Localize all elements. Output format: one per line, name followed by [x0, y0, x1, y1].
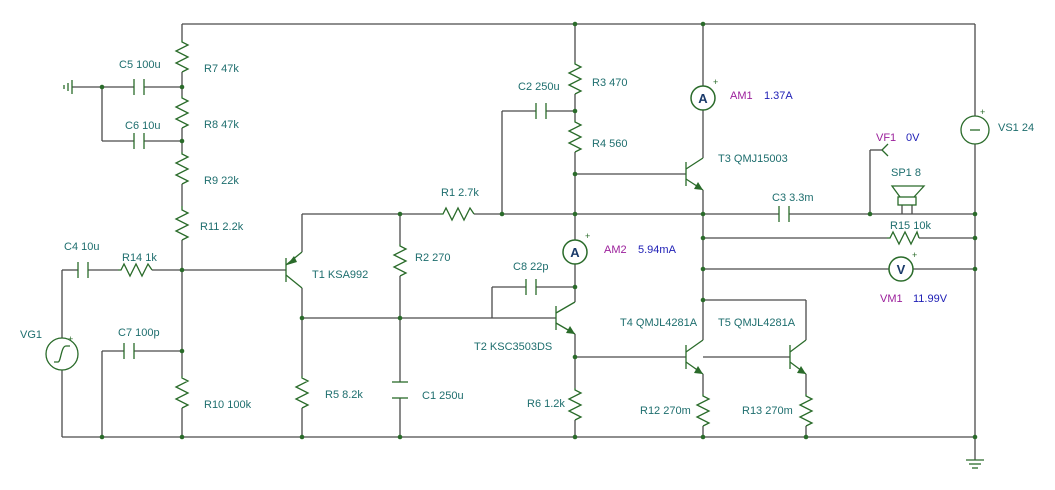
label-r15: R15 10k	[890, 220, 931, 232]
label-t2: T2 KSC3503DS	[474, 341, 552, 353]
resistor-r3[interactable]	[567, 62, 583, 95]
ammeter-am2[interactable]: A +	[562, 231, 590, 265]
am1-name: AM1	[730, 90, 753, 102]
label-r6: R6 1.2k	[527, 398, 565, 410]
label-sp1: SP1 8	[891, 167, 921, 179]
vg1-plus: +	[68, 334, 73, 344]
capacitor-c6[interactable]	[133, 133, 145, 149]
vm1-value: 11.99V	[913, 293, 948, 305]
capacitor-c7[interactable]	[123, 343, 135, 359]
ammeter-am1[interactable]: A +	[690, 77, 718, 111]
resistor-r6[interactable]	[567, 388, 583, 421]
resistor-r13[interactable]	[798, 394, 814, 427]
label-c4: C4 10u	[64, 241, 99, 253]
label-c3: C3 3.3m	[772, 192, 814, 204]
meter-labels: AM1 1.37A AM2 5.94mA VM1 11.99V VF1 0V	[604, 90, 948, 305]
label-r14: R14 1k	[122, 252, 157, 264]
transistor-t5[interactable]	[789, 339, 807, 375]
resistor-r14[interactable]	[118, 262, 153, 278]
label-c7: C7 100p	[118, 327, 160, 339]
label-r13: R13 270m	[742, 405, 793, 417]
label-c8: C8 22p	[513, 261, 548, 273]
vm1-plus: +	[912, 250, 917, 260]
label-r1: R1 2.7k	[441, 187, 479, 199]
resistor-r4[interactable]	[567, 120, 583, 153]
am2-name: AM2	[604, 244, 627, 256]
vf1-name: VF1	[876, 132, 896, 144]
transistor-t1[interactable]	[285, 251, 303, 289]
wires	[61, 23, 976, 460]
label-r2: R2 270	[415, 252, 450, 264]
label-r4: R4 560	[592, 138, 627, 150]
capacitor-c8[interactable]	[525, 279, 537, 295]
am2-plus: +	[585, 231, 590, 241]
capacitor-c5[interactable]	[133, 79, 145, 95]
resistor-r2[interactable]	[392, 244, 408, 277]
capacitor-c1[interactable]	[392, 381, 408, 399]
vm1-name: VM1	[880, 293, 903, 305]
signal-generator-vg1[interactable]: +	[45, 334, 79, 371]
label-c1: C1 250u	[422, 390, 464, 402]
resistor-r15[interactable]	[887, 230, 920, 246]
capacitor-c2[interactable]	[535, 103, 547, 119]
label-c2: C2 250u	[518, 81, 560, 93]
junctions	[99, 21, 978, 440]
speaker-sp1[interactable]	[890, 185, 926, 206]
component-labels: C5 100u R7 47k C6 10u R8 47k R9 22k R11 …	[20, 59, 1034, 417]
label-t3: T3 QMJ15003	[718, 153, 788, 165]
label-c6: C6 10u	[125, 120, 160, 132]
am2-symbol: A	[570, 245, 580, 260]
label-vs1: VS1 24	[998, 122, 1034, 134]
label-r3: R3 470	[592, 77, 627, 89]
resistor-r10[interactable]	[174, 376, 190, 409]
am2-value: 5.94mA	[638, 244, 677, 256]
resistor-r1[interactable]	[440, 206, 475, 222]
label-r8: R8 47k	[204, 119, 239, 131]
label-t4: T4 QMJL4281A	[620, 317, 698, 329]
resistor-r8[interactable]	[174, 96, 190, 129]
resistor-r9[interactable]	[174, 152, 190, 185]
label-r11: R11 2.2k	[200, 221, 244, 233]
label-t5: T5 QMJL4281A	[718, 317, 796, 329]
resistor-r5[interactable]	[294, 376, 310, 409]
transistor-t2[interactable]	[555, 301, 576, 335]
voltage-source-vs1[interactable]: +	[960, 107, 990, 145]
label-r10: R10 100k	[204, 399, 252, 411]
vm1-symbol: V	[897, 262, 906, 277]
label-r9: R9 22k	[204, 175, 239, 187]
resistor-r11[interactable]	[174, 206, 190, 241]
ground-symbol-left	[63, 80, 73, 94]
transistor-t3[interactable]	[685, 157, 704, 191]
resistor-r7[interactable]	[174, 40, 190, 73]
capacitor-c3[interactable]	[778, 206, 790, 222]
am1-plus: +	[713, 77, 718, 87]
transistor-t4[interactable]	[685, 339, 704, 375]
label-t1: T1 KSA992	[312, 269, 368, 281]
label-r12: R12 270m	[640, 405, 691, 417]
label-vg1: VG1	[20, 329, 42, 341]
label-r7: R7 47k	[204, 63, 239, 75]
am1-symbol: A	[698, 91, 708, 106]
label-r5: R5 8.2k	[325, 389, 363, 401]
capacitor-c4[interactable]	[77, 262, 89, 278]
am1-value: 1.37A	[764, 90, 793, 102]
ground-symbol-right	[966, 459, 984, 469]
vf1-value: 0V	[906, 132, 920, 144]
vs1-plus: +	[980, 107, 985, 117]
resistor-r12[interactable]	[695, 394, 711, 427]
voltage-probe-vf1[interactable]	[881, 143, 889, 157]
label-c5: C5 100u	[119, 59, 161, 71]
voltmeter-vm1[interactable]: V +	[888, 250, 917, 282]
